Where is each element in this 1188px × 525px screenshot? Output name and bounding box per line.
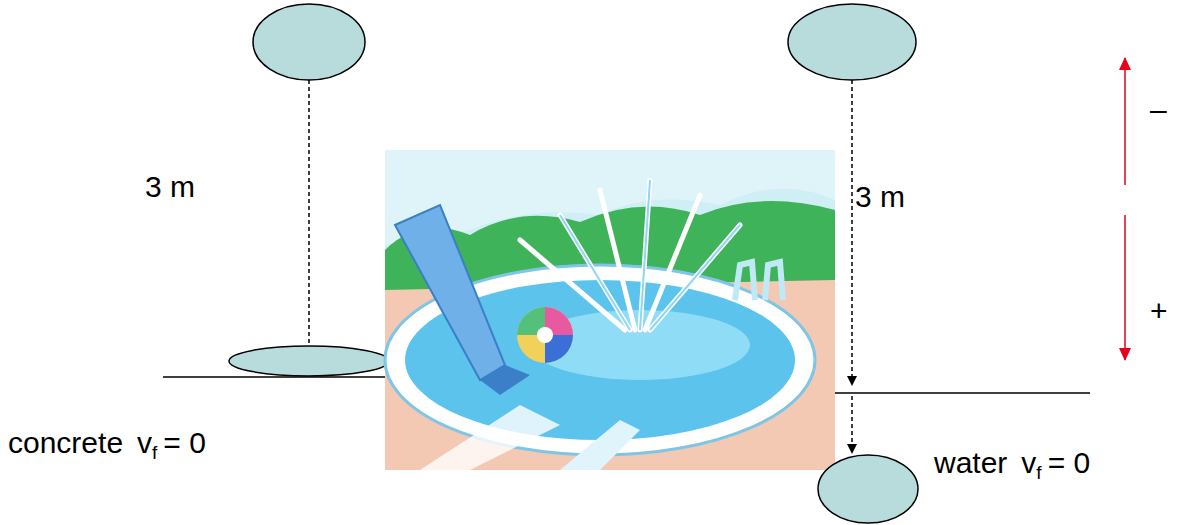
velocity-symbol: v	[1021, 448, 1036, 478]
velocity-subscript: f	[152, 443, 157, 462]
distance-label: 3 m	[855, 182, 905, 212]
distance-label: 3 m	[145, 172, 195, 202]
velocity-value: = 0	[1048, 448, 1091, 478]
sign-label: –	[1150, 95, 1167, 125]
surface-label: concrete	[8, 428, 123, 458]
sign-label: +	[1150, 296, 1168, 326]
surface-label: water	[934, 448, 1007, 478]
velocity-value: = 0	[163, 428, 206, 458]
velocity-symbol: v	[137, 428, 152, 458]
velocity-subscript: f	[1036, 463, 1041, 482]
